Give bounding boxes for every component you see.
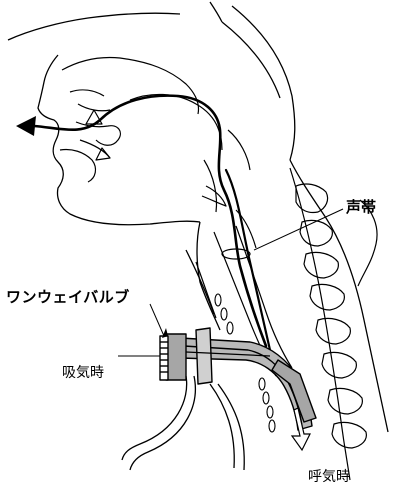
expiration-label: 呼気時: [308, 466, 350, 486]
tracheostomy-tube: [160, 328, 316, 430]
arrow-head-exhale: [16, 116, 36, 136]
vocal-cord-pointer: [254, 209, 343, 250]
breath-path: [34, 96, 270, 350]
nasal-structures: [60, 58, 256, 249]
vocal-cords-label: 声帯: [346, 196, 376, 217]
inspiration-label: 吸気時: [62, 362, 104, 382]
valve-pointer: [150, 304, 164, 336]
one-way-valve-label: ワンウェイバルブ: [6, 286, 130, 307]
oxygen-tubing: [122, 376, 244, 470]
